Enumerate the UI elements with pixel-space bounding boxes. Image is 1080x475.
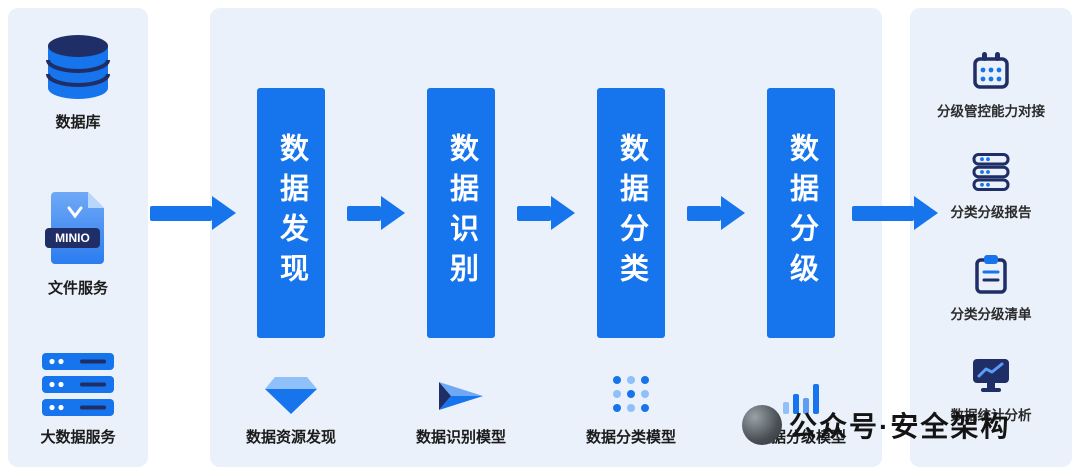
capability-board-icon — [973, 51, 1009, 89]
database-icon — [46, 35, 110, 99]
watermark-text: 公众号·安全架构 — [789, 411, 1011, 442]
model-label: 数据分类模型 — [585, 429, 676, 446]
step-title: 数据分类 — [615, 133, 648, 293]
flow-arrow-out — [852, 196, 938, 230]
source-item-file-service: MINIO 文件服务 — [39, 188, 117, 298]
output-item-report: 分类分级报告 — [951, 152, 1032, 221]
arrow-head — [721, 196, 745, 230]
process-step-identify: 数据识别 数据识别模型 — [405, 88, 517, 447]
step-title: 数据分级 — [785, 133, 818, 293]
outputs-panel: 分级管控能力对接 分类分级报告 分类分级清单 — [910, 8, 1072, 467]
minio-badge: MINIO — [55, 231, 90, 245]
source-label: 数据库 — [55, 114, 101, 131]
model-block: 数据识别模型 — [416, 370, 506, 447]
step-pillar: 数据分级 — [767, 88, 835, 338]
arrow-body — [347, 205, 381, 221]
arrow-body — [687, 205, 721, 221]
arrow-body — [852, 205, 914, 221]
arrow-body — [517, 205, 551, 221]
dot-grid-icon — [612, 376, 649, 412]
diamond-icon — [264, 377, 317, 414]
arrow-head — [551, 196, 575, 230]
output-label: 分级管控能力对接 — [937, 103, 1045, 119]
step-title: 数据识别 — [445, 133, 478, 293]
source-item-database: 数据库 — [41, 34, 115, 132]
bar-chart-icon — [782, 384, 819, 414]
watermark-logo-icon — [742, 405, 782, 445]
process-panel: 数据发现 数据资源发现 数据识别 — [210, 8, 882, 467]
process-step-discovery: 数据发现 数据资源发现 — [235, 88, 347, 447]
flow-arrow — [347, 196, 405, 230]
source-label: 大数据服务 — [40, 429, 116, 446]
model-label: 数据识别模型 — [415, 429, 506, 446]
output-label: 数据统计分析 — [950, 408, 1032, 424]
checklist-clipboard-icon — [975, 254, 1007, 294]
step-pillar: 数据分类 — [597, 88, 665, 338]
step-pillar: 数据识别 — [427, 88, 495, 338]
arrow-head — [914, 196, 938, 230]
step-title: 数据发现 — [275, 133, 308, 293]
arrow-head — [212, 196, 236, 230]
output-item-analytics: 数据统计分析 — [951, 355, 1032, 424]
model-label: 数据资源发现 — [245, 429, 336, 446]
watermark: 公众号·安全架构 — [742, 405, 1010, 445]
model-block: 数据分类模型 — [586, 370, 676, 447]
step-pillar: 数据发现 — [257, 88, 325, 338]
output-label: 分类分级报告 — [950, 205, 1032, 221]
output-item-capability: 分级管控能力对接 — [937, 51, 1045, 120]
model-block: 数据资源发现 — [246, 370, 336, 447]
source-item-big-data: 大数据服务 — [40, 353, 116, 447]
monitor-analytics-icon — [973, 359, 1009, 393]
paper-plane-icon — [438, 382, 483, 410]
arrow-head — [381, 196, 405, 230]
big-data-server-icon — [42, 353, 114, 416]
arrow-body — [150, 205, 212, 221]
flow-arrow — [517, 196, 575, 230]
output-item-checklist: 分类分级清单 — [951, 254, 1032, 323]
process-step-grade: 数据分级 数据分级模型 — [745, 88, 857, 447]
report-stack-icon — [972, 153, 1010, 192]
flow-arrow — [687, 196, 745, 230]
output-label: 分类分级清单 — [950, 306, 1032, 322]
source-label: 文件服务 — [47, 279, 108, 297]
process-step-classify: 数据分类 数据分类模型 — [575, 88, 687, 447]
data-sources-panel: 数据库 MINIO 文件服务 — [8, 8, 148, 467]
flow-arrow-in — [150, 196, 236, 230]
file-service-icon: MINIO — [45, 191, 104, 264]
